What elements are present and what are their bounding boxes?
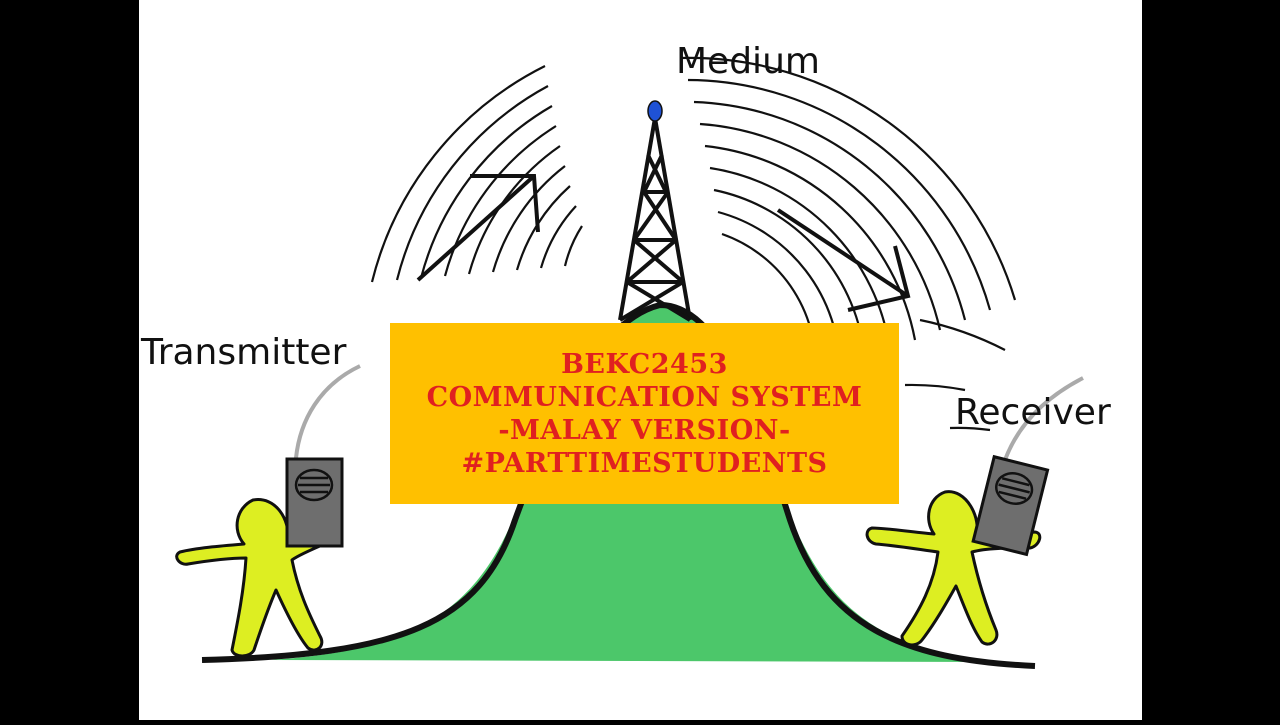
transmitter-label: Transmitter xyxy=(141,332,347,373)
receiver-label: Receiver xyxy=(955,392,1111,433)
hashtag-line: #PARTTIMESTUDENTS xyxy=(461,447,828,479)
title-box: BEKC2453 COMMUNICATION SYSTEM -MALAY VER… xyxy=(390,323,899,504)
person-icon xyxy=(865,376,1084,647)
arrow-icon xyxy=(416,174,540,282)
course-code: BEKC2453 xyxy=(561,348,728,380)
course-title: COMMUNICATION SYSTEM xyxy=(426,381,863,413)
transmission-tower-icon xyxy=(618,117,692,322)
medium-label: Medium xyxy=(676,41,820,82)
radio-device-icon xyxy=(285,457,344,548)
antenna-tip xyxy=(647,100,663,122)
radio-device-icon xyxy=(971,454,1050,557)
radio-antenna xyxy=(294,364,361,459)
radio-antenna xyxy=(1003,376,1084,461)
arrow-icon xyxy=(776,208,911,312)
person-icon xyxy=(175,364,361,658)
ground-line xyxy=(201,301,1036,669)
version-line: -MALAY VERSION- xyxy=(498,414,791,446)
